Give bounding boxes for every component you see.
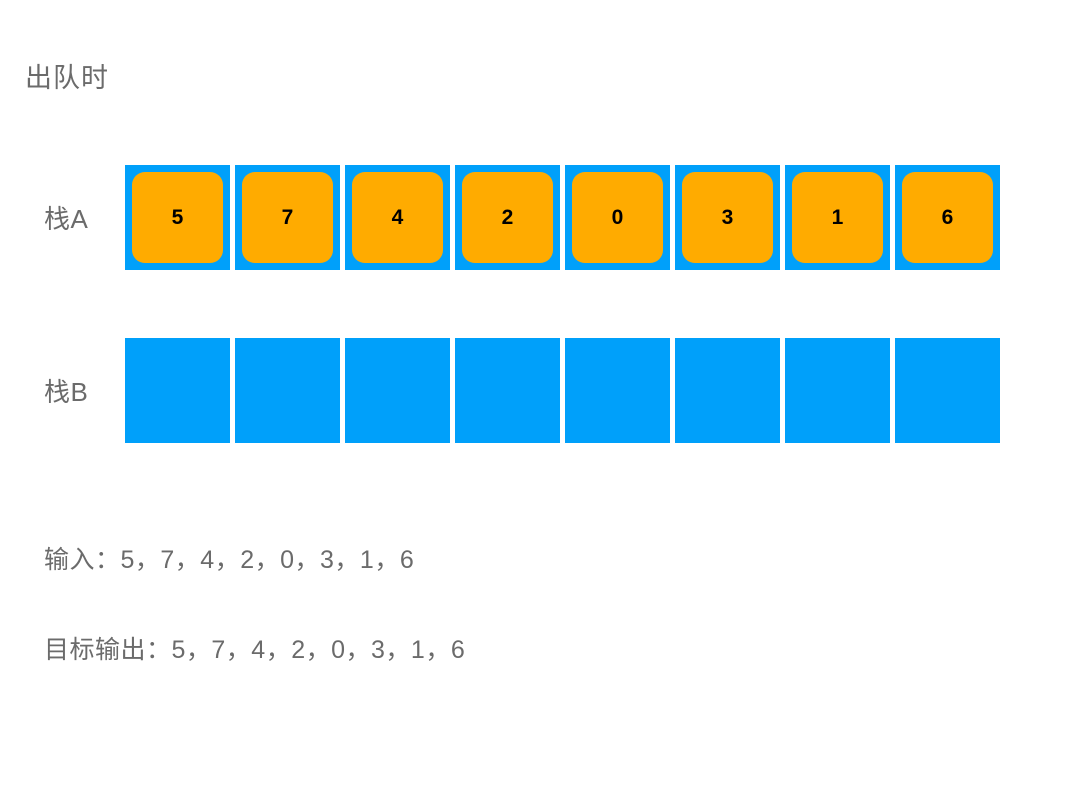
stack-a-label: 栈A <box>44 204 89 234</box>
stack-a-token-4: 0 <box>572 172 663 263</box>
stack-a-cell-5: 3 <box>675 165 780 270</box>
stack-a-token-3: 2 <box>462 172 553 263</box>
stack-a-cell-7: 6 <box>895 165 1000 270</box>
stack-a-token-5: 3 <box>682 172 773 263</box>
stack-a-token-2: 4 <box>352 172 443 263</box>
stack-b-cell-5 <box>675 338 780 443</box>
stack-b-label: 栈B <box>44 377 89 407</box>
stack-b-cell-2 <box>345 338 450 443</box>
stack-b-cell-3 <box>455 338 560 443</box>
stack-b-cell-4 <box>565 338 670 443</box>
input-sequence-caption: 输入：5，7，4，2，0，3，1，6 <box>44 546 415 574</box>
target-output-caption: 目标输出：5，7，4，2，0，3，1，6 <box>44 636 466 664</box>
stack-a-token-1: 7 <box>242 172 333 263</box>
stack-a-cell-4: 0 <box>565 165 670 270</box>
stack-a-cells: 5 7 4 2 0 3 1 6 <box>125 165 1000 270</box>
stack-b-cell-1 <box>235 338 340 443</box>
stack-a-cell-6: 1 <box>785 165 890 270</box>
stack-a-cell-0: 5 <box>125 165 230 270</box>
stack-b-cell-7 <box>895 338 1000 443</box>
stack-a-token-0: 5 <box>132 172 223 263</box>
stack-b-cells <box>125 338 1000 443</box>
stack-a-cell-3: 2 <box>455 165 560 270</box>
stack-a-cell-1: 7 <box>235 165 340 270</box>
stack-a-cell-2: 4 <box>345 165 450 270</box>
stack-b-cell-6 <box>785 338 890 443</box>
stack-b-cell-0 <box>125 338 230 443</box>
page-title: 出队时 <box>25 63 109 93</box>
stack-a-token-7: 6 <box>902 172 993 263</box>
stack-a-token-6: 1 <box>792 172 883 263</box>
